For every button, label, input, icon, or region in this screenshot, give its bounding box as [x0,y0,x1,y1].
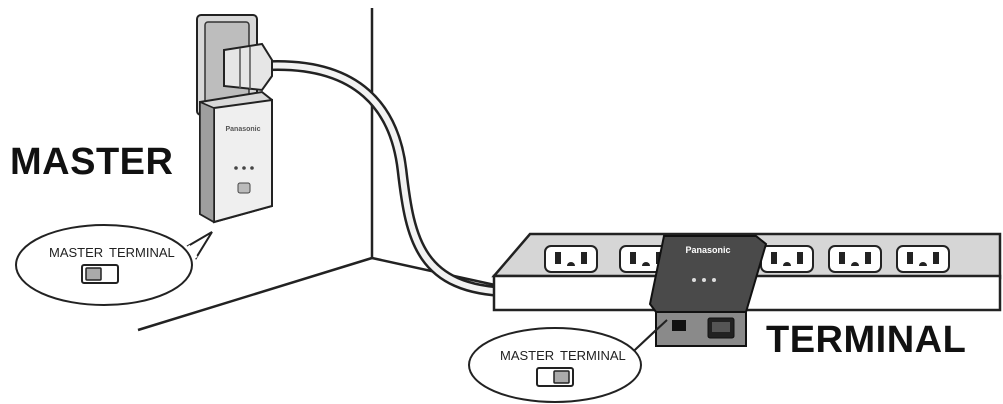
strip-outlet-3 [760,245,814,273]
master-led-2 [242,166,246,170]
terminal-led-1 [692,278,696,282]
master-led-1 [234,166,238,170]
terminal-callout: MASTER TERMINAL [468,319,668,403]
master-callout: MASTER TERMINAL [15,224,213,306]
terminal-callout-left-text: MASTER [500,348,554,363]
master-callout-switch-knob [85,267,102,281]
terminal-led-3 [712,278,716,282]
power-plug [223,42,273,92]
terminal-callout-switch-knob [553,370,570,384]
master-label: MASTER [10,141,174,183]
terminal-label: TERMINAL [766,319,967,361]
strip-outlet-1 [544,245,598,273]
master-callout-left-text: MASTER [49,245,103,260]
master-adapter-brand: Panasonic [225,126,260,133]
strip-outlet-4 [828,245,882,273]
strip-outlet-5 [896,245,950,273]
master-button [237,182,251,194]
master-adapter: Panasonic [199,90,273,224]
terminal-adapter-brand: Panasonic [685,245,730,255]
master-led-3 [250,166,254,170]
power-cable [256,60,516,298]
terminal-mode-switch [672,320,686,331]
terminal-led-2 [702,278,706,282]
master-callout-right-text: TERMINAL [109,245,175,260]
wall [137,8,496,332]
terminal-adapter: Panasonic [648,235,768,347]
terminal-callout-right-text: TERMINAL [560,348,626,363]
